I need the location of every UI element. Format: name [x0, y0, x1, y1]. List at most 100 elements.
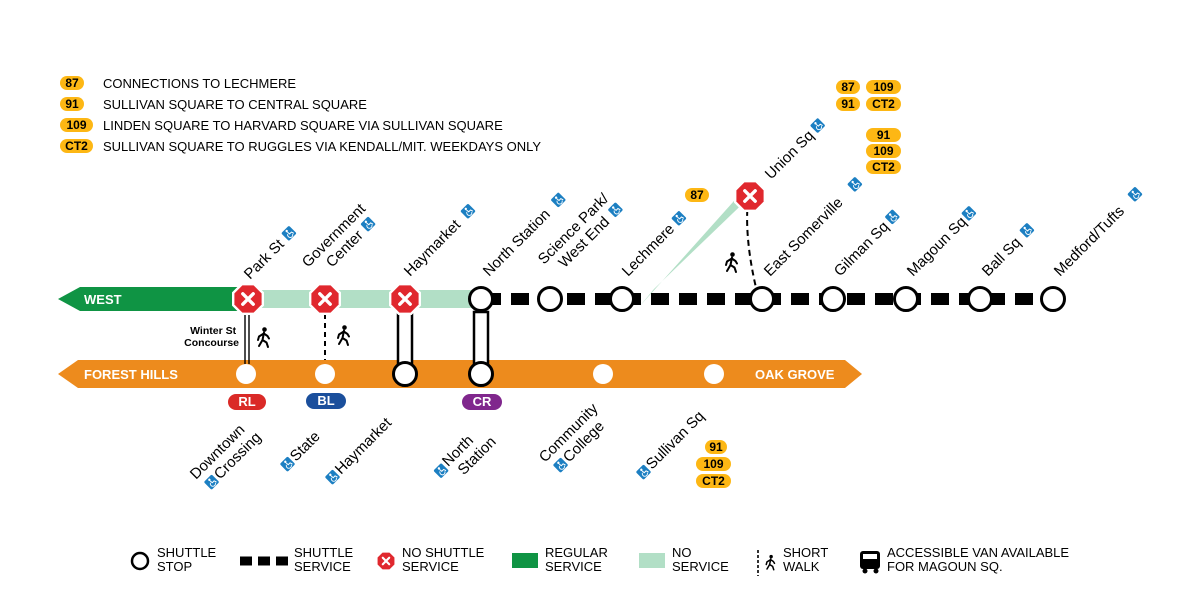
bus-route-badge-label: 87 — [690, 188, 704, 202]
winter-st-concourse-text-line2: Concourse — [184, 337, 239, 349]
transfer-badge-label: RL — [238, 394, 255, 409]
legend-line: WALK — [783, 559, 820, 574]
bus-route-badge-87 — [685, 188, 709, 202]
legend-label: SHUTTLE SERVICE — [294, 545, 357, 574]
bus-badges-lechmere: 87 — [685, 188, 709, 202]
station-name: Haymarket — [401, 216, 465, 280]
transfer-badge-blue-line — [306, 393, 346, 409]
bus-route-badge-label: 109 — [66, 118, 86, 132]
bus-route-badge-91 — [705, 440, 727, 454]
regular-service-swatch — [512, 553, 538, 568]
station-name: State — [287, 428, 324, 465]
legend-item-shuttle-service: SHUTTLE SERVICE — [240, 545, 357, 574]
bus-route-badge-91 — [836, 97, 860, 111]
no-service-swatch — [639, 553, 665, 568]
orange-stop-community-college — [593, 364, 613, 384]
bus-route-badge-label: CT2 — [872, 160, 895, 174]
bus-route-badge-label: 109 — [703, 457, 723, 471]
accessible-icon — [1018, 222, 1036, 239]
station-label-government-center: Government Center — [299, 200, 377, 271]
legend-label: NO SHUTTLE SERVICE — [402, 545, 488, 574]
bus-route-badge-109 — [866, 80, 901, 94]
orange-line-band — [58, 360, 862, 388]
legend-line: SHUTTLE — [294, 545, 354, 560]
route-legend-row: CT2 SULLIVAN SQUARE TO RUGGLES VIA KENDA… — [60, 139, 541, 154]
route-legend-text: SULLIVAN SQUARE TO RUGGLES VIA KENDALL/M… — [103, 139, 541, 154]
station-label-north-station-ol: North Station — [432, 432, 500, 479]
legend-label: ACCESSIBLE VAN AVAILABLE FOR MAGOUN SQ. — [887, 545, 1073, 574]
legend-item-regular-service: REGULAR SERVICE — [512, 545, 608, 574]
station-label-downtown-crossing: Downtown Crossing — [187, 421, 265, 491]
accessible-icon — [960, 205, 978, 222]
short-walk-icon — [765, 554, 776, 571]
station-name: Ball Sq — [979, 234, 1025, 280]
legend-line: SERVICE — [294, 559, 351, 574]
accessible-icon — [884, 208, 901, 226]
bus-route-badge-label: 91 — [65, 97, 79, 111]
station-label-gilman-sq: Gilman Sq — [831, 208, 901, 280]
bus-route-badge-ct2 — [60, 139, 93, 153]
union-sq-walk-connector — [746, 199, 759, 297]
legend-item-shuttle-stop: SHUTTLE STOP — [130, 545, 217, 574]
transfer-badge-red-line — [228, 394, 266, 410]
map-legend: SHUTTLE STOP SHUTTLE SERVICE NO SHUTTLE … — [130, 545, 1073, 576]
bus-badges-east-somerville: 91 109 CT2 — [866, 128, 901, 174]
van-icon — [860, 551, 880, 574]
accessible-icon — [846, 176, 864, 193]
no-shuttle-icon-government-center — [307, 281, 343, 317]
station-label-haymarket-ol: Haymarket — [324, 414, 396, 486]
bus-route-badge-ct2 — [866, 97, 901, 111]
legend-line: SERVICE — [672, 559, 729, 574]
no-shuttle-icon — [375, 550, 397, 572]
legend-item-no-shuttle-service: NO SHUTTLE SERVICE — [375, 545, 488, 574]
station-name: Park St — [241, 235, 288, 282]
legend-line: FOR MAGOUN SQ. — [887, 559, 1003, 574]
bus-route-badge-109 — [866, 144, 901, 158]
station-name: Medford/Tufts — [1051, 203, 1128, 280]
shuttle-stop-lechmere — [609, 286, 635, 312]
route-legend-text: CONNECTIONS TO LECHMERE — [103, 76, 296, 91]
shuttle-stop-science-park — [537, 286, 563, 312]
station-name: Gilman Sq — [831, 218, 893, 280]
transfer-badge-label: CR — [473, 394, 492, 409]
station-label-magoun-sq: Magoun Sq — [904, 205, 978, 280]
accessible-icon — [280, 225, 298, 242]
shuttle-stop-magoun-sq — [893, 286, 919, 312]
station-label-state: State — [279, 428, 324, 473]
shuttle-stop-north-station — [468, 286, 494, 312]
station-label-sullivan-sq: Sullivan Sq — [635, 408, 708, 481]
orange-stop-downtown-crossing — [236, 364, 256, 384]
station-label-ball-sq: Ball Sq — [979, 222, 1036, 280]
station-name: North Station — [480, 206, 554, 280]
no-shuttle-icon-haymarket — [387, 281, 423, 317]
bus-route-badge-ct2 — [866, 160, 901, 174]
winter-st-concourse-label: Winter St Concourse — [184, 325, 239, 349]
station-name: Magoun Sq — [904, 214, 970, 280]
legend-line: NO — [672, 545, 692, 560]
green-line-no-service-segment — [248, 290, 481, 308]
station-label-science-park: Science Park/ West End — [535, 190, 624, 271]
legend-line: NO SHUTTLE — [402, 545, 485, 560]
bus-route-badge-label: 91 — [709, 440, 723, 454]
transfer-badge-label: BL — [317, 393, 334, 408]
route-legend-text: LINDEN SQUARE TO HARVARD SQUARE VIA SULL… — [103, 118, 503, 133]
station-name: Lechmere — [619, 221, 678, 280]
shuttle-stop-icon — [130, 551, 150, 571]
bus-route-badge-label: CT2 — [702, 474, 725, 488]
bus-route-badge-label: 87 — [65, 76, 79, 90]
orange-stop-north-station — [468, 361, 494, 387]
bus-route-badge-label: 109 — [873, 80, 893, 94]
legend-line: REGULAR — [545, 545, 608, 560]
bus-route-badge-91 — [866, 128, 901, 142]
orange-stop-sullivan-sq — [704, 364, 724, 384]
route-legend: 87 CONNECTIONS TO LECHMERE 91 SULLIVAN S… — [60, 76, 541, 154]
accessible-icon — [1126, 185, 1144, 203]
bus-badges-sullivan-sq: 91 109 CT2 — [696, 440, 731, 488]
winter-st-concourse-text: Winter St — [190, 325, 236, 337]
bus-route-badge-label: CT2 — [872, 97, 895, 111]
bus-route-badge-87 — [60, 76, 84, 90]
bus-route-badge-label: 91 — [841, 97, 855, 111]
short-walk-icon — [257, 326, 270, 348]
legend-line: SERVICE — [545, 559, 602, 574]
